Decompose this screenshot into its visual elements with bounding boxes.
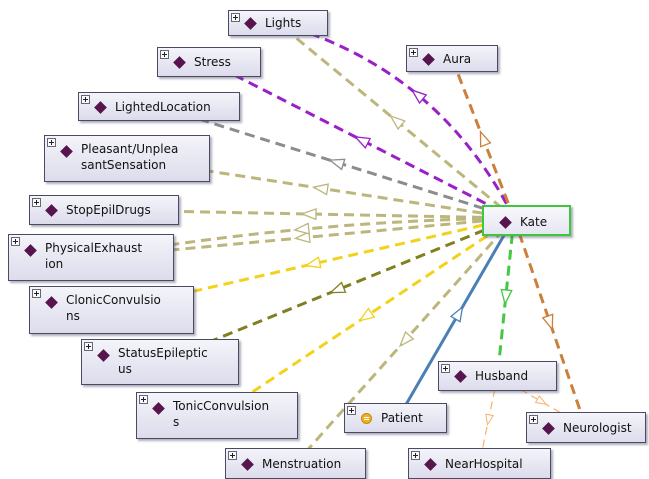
individual-icon bbox=[422, 53, 435, 66]
node-husband[interactable]: Husband bbox=[438, 361, 557, 391]
edge-arrowhead bbox=[304, 256, 322, 269]
node-aura[interactable]: Aura bbox=[406, 45, 498, 72]
node-label: ClonicConvulsio ns bbox=[66, 293, 161, 323]
node-label: LightedLocation bbox=[115, 100, 211, 114]
node-label: StopEpilDrugs bbox=[66, 203, 151, 217]
edge-arrowhead bbox=[485, 413, 494, 427]
expand-icon[interactable] bbox=[411, 451, 420, 460]
edge-arrowhead bbox=[541, 313, 554, 332]
node-label: Aura bbox=[443, 52, 472, 66]
individual-icon bbox=[424, 458, 437, 471]
class-icon bbox=[361, 413, 372, 424]
expand-icon[interactable] bbox=[231, 13, 240, 22]
expand-icon[interactable] bbox=[139, 395, 148, 404]
node-pleasant[interactable]: Pleasant/Unplea santSensation bbox=[44, 135, 210, 182]
node-label: NearHospital bbox=[445, 457, 523, 471]
individual-icon bbox=[454, 370, 467, 383]
edge-kate-statusepilepticus bbox=[159, 216, 515, 364]
edge-arrowhead bbox=[479, 130, 492, 148]
individual-icon bbox=[94, 101, 107, 114]
edge-arrowhead bbox=[398, 330, 415, 348]
edge-arrowhead bbox=[358, 307, 376, 322]
node-label: PhysicalExhaust ion bbox=[45, 241, 143, 271]
node-label: Stress bbox=[194, 55, 231, 69]
node-label: Husband bbox=[475, 369, 529, 383]
edge-arrowhead bbox=[293, 230, 311, 244]
node-clonicconvulsions[interactable]: ClonicConvulsio ns bbox=[29, 286, 194, 334]
individual-icon bbox=[24, 244, 37, 257]
expand-icon[interactable] bbox=[47, 138, 56, 147]
edge-arrowhead bbox=[328, 281, 347, 294]
edge-kate-neurologist bbox=[512, 217, 588, 428]
expand-icon[interactable] bbox=[81, 95, 90, 104]
individual-icon bbox=[244, 17, 257, 30]
individual-icon bbox=[173, 56, 186, 69]
edge-kate-lights bbox=[277, 21, 516, 219]
node-menstruation[interactable]: Menstruation bbox=[225, 448, 366, 479]
edge-kate-stress bbox=[208, 60, 515, 220]
node-stopepildrugs[interactable]: StopEpilDrugs bbox=[29, 195, 179, 225]
node-label: Lights bbox=[265, 16, 302, 30]
edge-arrowhead bbox=[353, 135, 372, 149]
individual-icon bbox=[542, 422, 555, 435]
expand-icon[interactable] bbox=[409, 48, 418, 57]
edge-arrowhead bbox=[449, 305, 464, 323]
individual-icon bbox=[97, 349, 110, 362]
node-stress[interactable]: Stress bbox=[157, 47, 261, 77]
node-kate[interactable]: Kate bbox=[482, 205, 571, 236]
expand-icon[interactable] bbox=[84, 342, 93, 351]
node-label: Neurologist bbox=[563, 421, 632, 435]
edge-arrowhead bbox=[534, 395, 548, 405]
node-statusepilepticus[interactable]: StatusEpileptic us bbox=[81, 339, 239, 385]
individual-icon bbox=[60, 145, 73, 158]
node-label: TonicConvulsion s bbox=[173, 399, 270, 429]
node-lightedlocation[interactable]: LightedLocation bbox=[78, 92, 240, 121]
node-physicalexhaustion[interactable]: PhysicalExhaust ion bbox=[8, 234, 174, 281]
edge-kate-lightedlocation bbox=[158, 105, 515, 220]
individual-icon bbox=[45, 296, 58, 309]
expand-icon[interactable] bbox=[11, 237, 20, 246]
edge-arrowhead bbox=[389, 114, 406, 131]
individual-icon bbox=[45, 204, 58, 217]
node-patient[interactable]: Patient bbox=[344, 403, 447, 433]
individual-icon bbox=[241, 458, 254, 471]
expand-icon[interactable] bbox=[32, 198, 41, 207]
edge-arrowhead bbox=[328, 158, 346, 171]
edge-arrowhead bbox=[292, 222, 310, 235]
node-label: Menstruation bbox=[262, 457, 342, 471]
node-nearhospital[interactable]: NearHospital bbox=[408, 448, 551, 479]
node-neurologist[interactable]: Neurologist bbox=[526, 412, 646, 443]
node-label: Patient bbox=[381, 411, 423, 425]
individual-icon bbox=[152, 402, 165, 415]
expand-icon[interactable] bbox=[228, 451, 237, 460]
node-tonicconvulsions[interactable]: TonicConvulsion s bbox=[136, 392, 298, 439]
individual-icon bbox=[499, 216, 512, 229]
edge-arrowhead bbox=[311, 183, 330, 196]
expand-icon[interactable] bbox=[529, 415, 538, 424]
node-lights[interactable]: Lights bbox=[228, 10, 328, 36]
edge-arrowhead bbox=[500, 288, 513, 306]
expand-icon[interactable] bbox=[32, 289, 41, 298]
edge-kate-husband bbox=[496, 217, 516, 377]
expand-icon[interactable] bbox=[441, 364, 450, 373]
node-label: Kate bbox=[520, 215, 548, 229]
expand-icon[interactable] bbox=[160, 50, 169, 59]
expand-icon[interactable] bbox=[347, 406, 356, 415]
node-label: StatusEpileptic us bbox=[118, 346, 208, 376]
edge-arrowhead bbox=[300, 207, 317, 221]
node-label: Pleasant/Unplea santSensation bbox=[81, 142, 179, 172]
edge-arrowhead bbox=[410, 88, 428, 105]
